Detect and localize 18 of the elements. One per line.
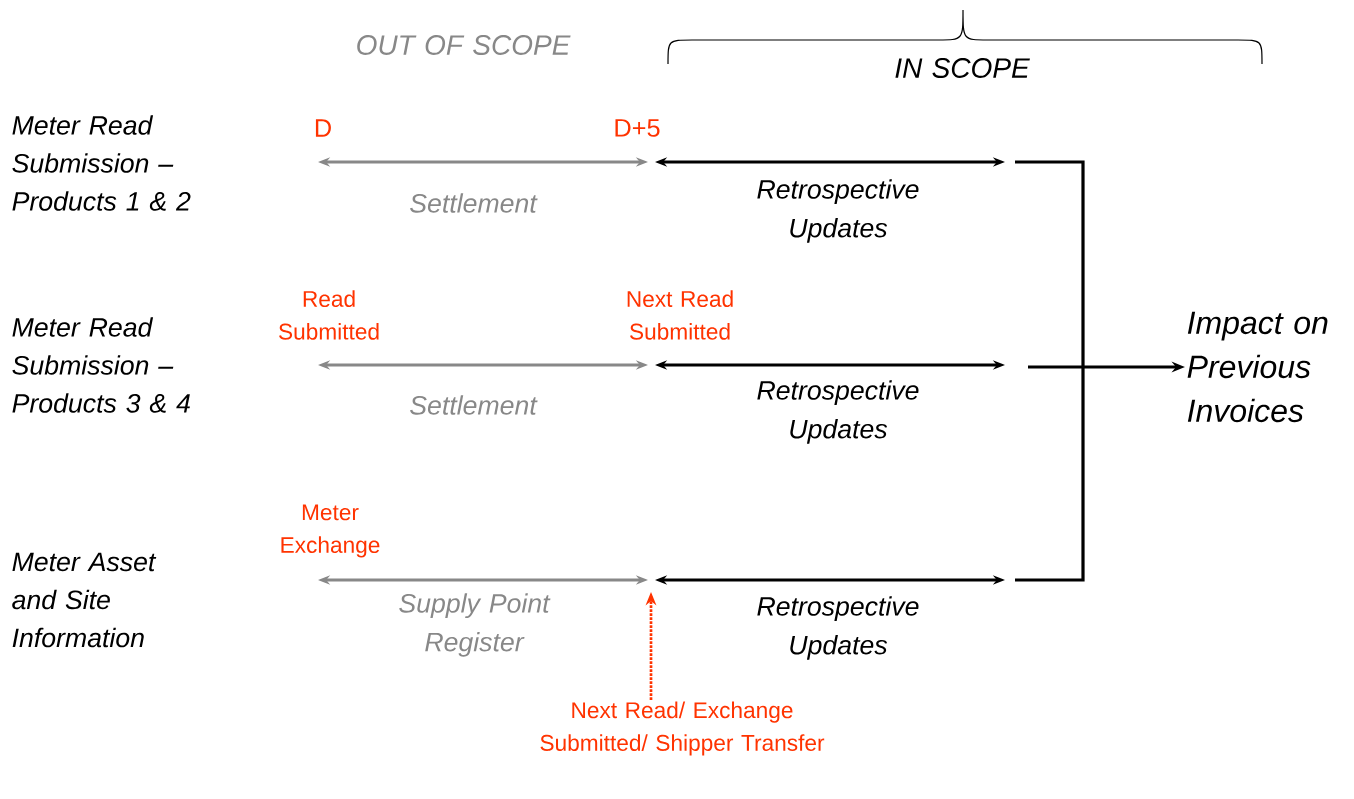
milestone-label: Meter Exchange (281, 504, 380, 558)
row-label: Meter Asset and Site Information (12, 552, 157, 648)
milestone-label: Read Submitted (279, 290, 379, 340)
milestone-label: D (315, 119, 331, 137)
period-label: Retrospective Updates (757, 596, 919, 660)
milestone-label: Next Read Submitted (627, 290, 733, 340)
scope-heading: IN SCOPE (895, 58, 1030, 78)
period-label: Settlement (410, 193, 538, 213)
period-label: Supply Point Register (399, 593, 551, 657)
trigger-label: Next Read/ Exchange Submitted/ Shipper Transfer (540, 701, 825, 756)
row-label: Meter Read Submission – Products 1 & 2 (12, 115, 191, 211)
scope-heading: OUT OF SCOPE (357, 35, 571, 55)
period-label: Retrospective Updates (757, 380, 919, 444)
period-label: Settlement (410, 395, 538, 415)
milestone-label: D+5 (615, 119, 660, 137)
outcome-label: Impact on Previous Invoices (1187, 311, 1328, 423)
row-label: Meter Read Submission – Products 3 & 4 (12, 317, 190, 413)
period-label: Retrospective Updates (757, 179, 919, 243)
